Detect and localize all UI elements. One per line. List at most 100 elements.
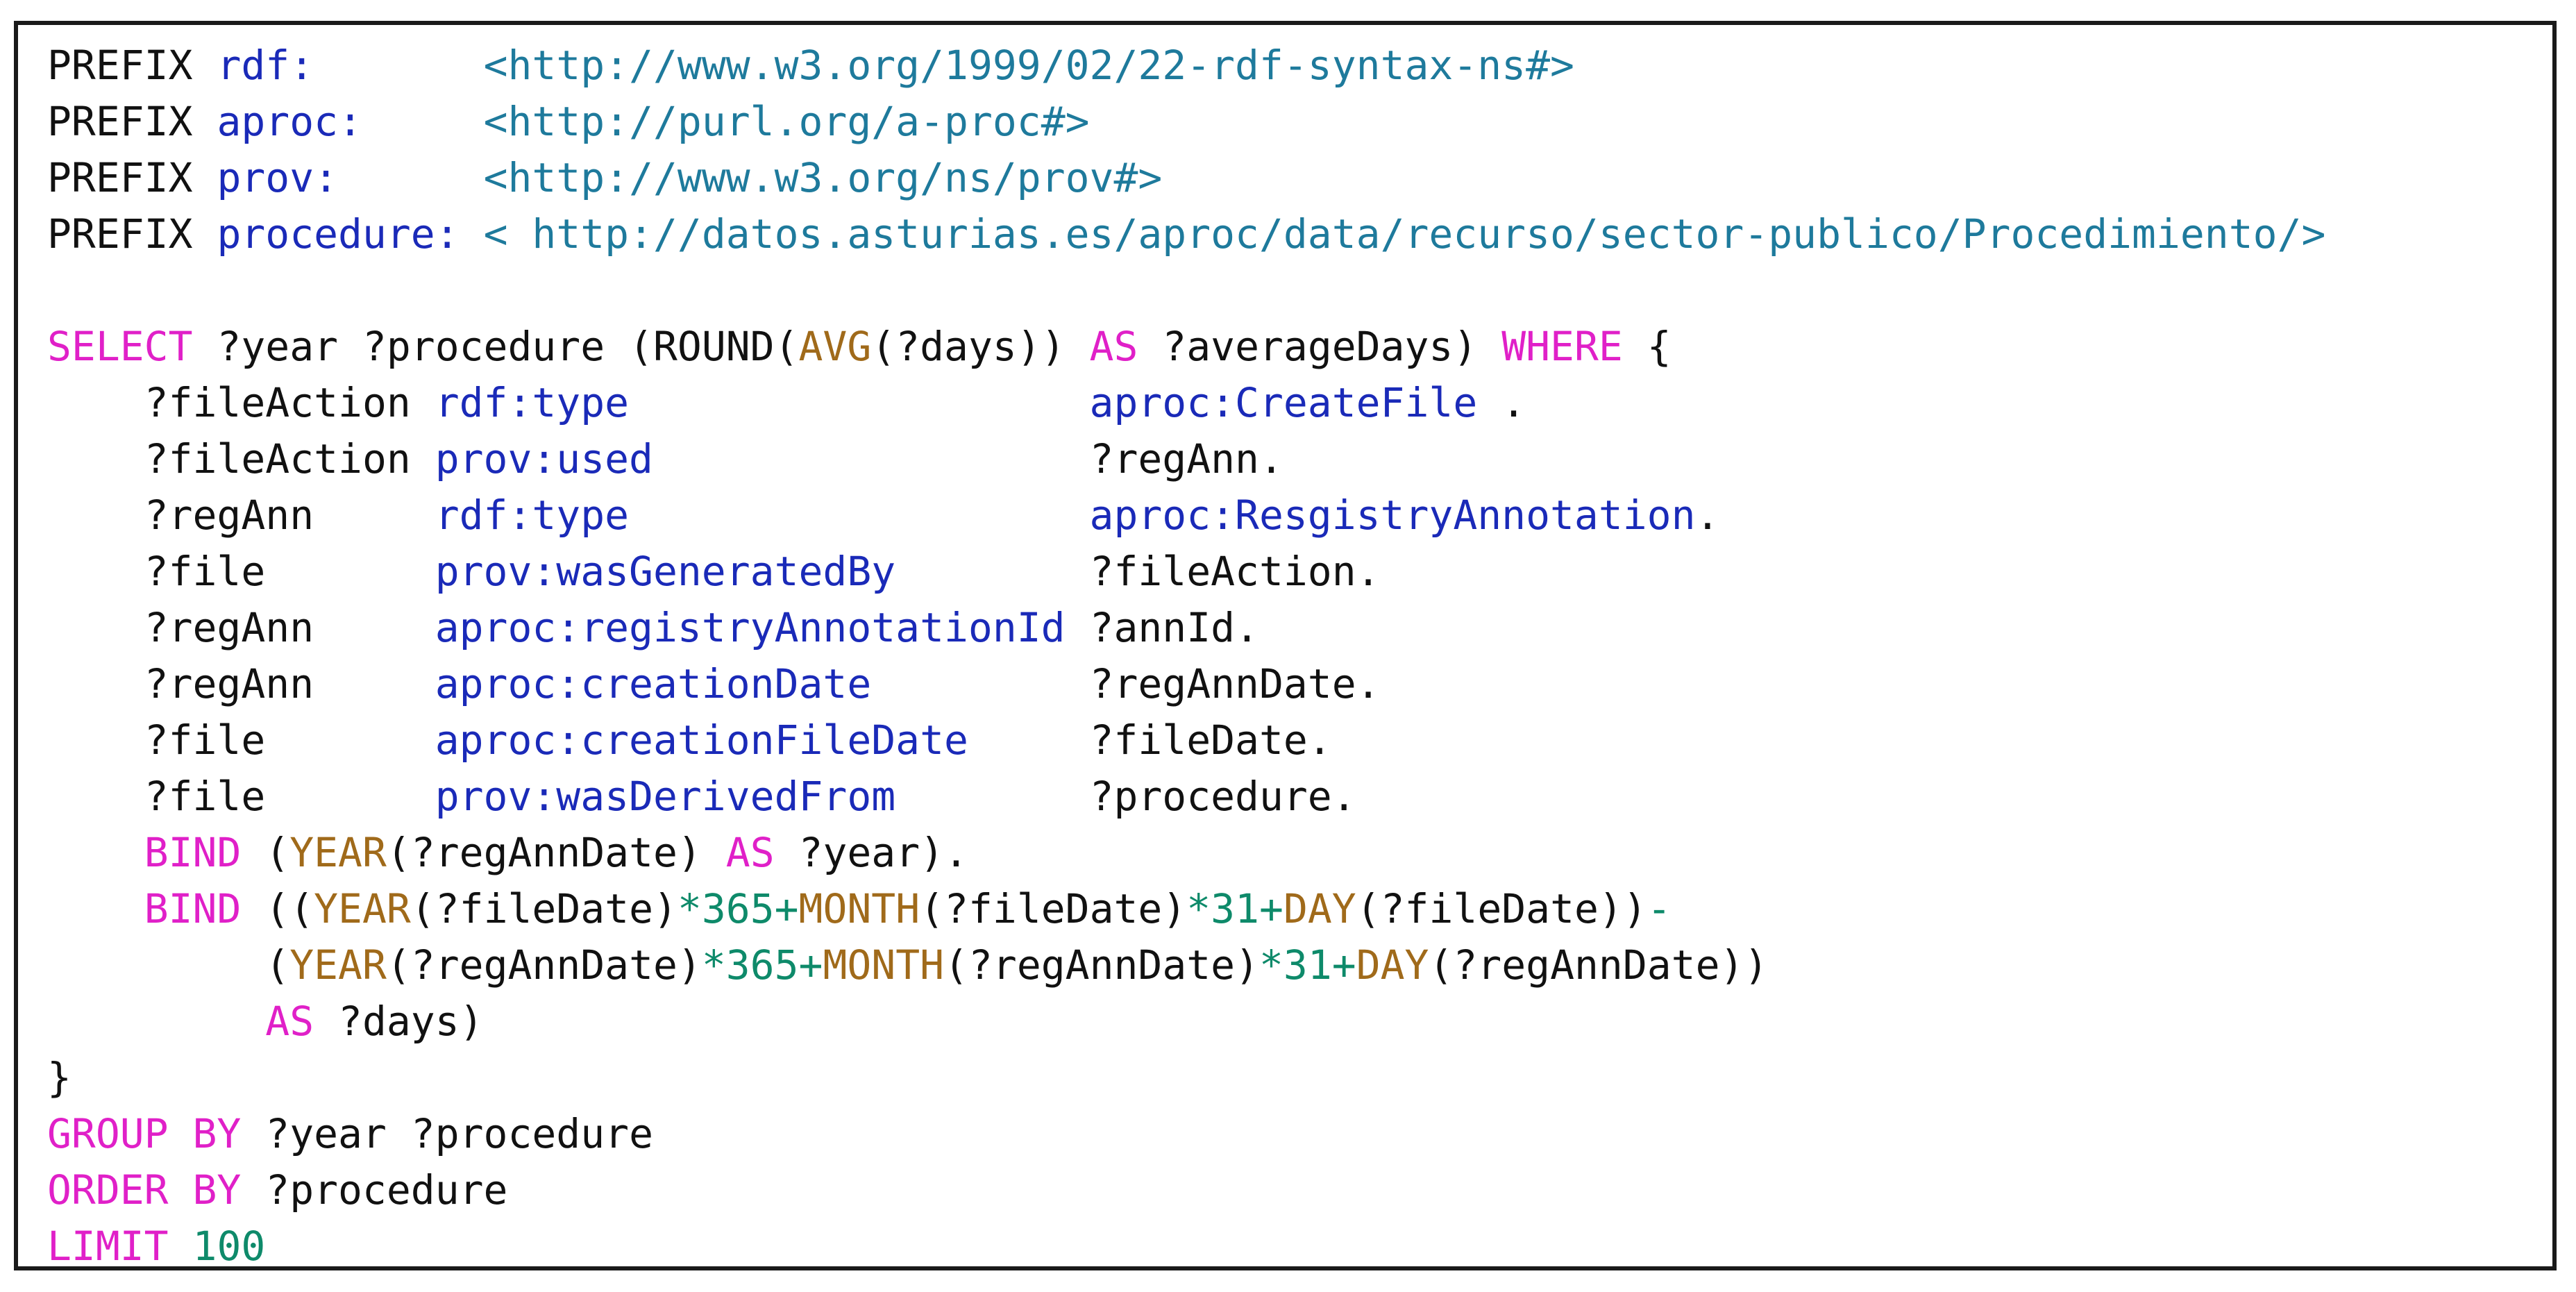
code-token-plain: (?regAnnDate)) (1429, 941, 1769, 989)
code-token-prefix: aproc:ResgistryAnnotation (1089, 492, 1696, 539)
code-token-plain (629, 379, 1089, 426)
code-token-plain: PREFIX (47, 210, 217, 258)
code-token-function: AVG (798, 323, 872, 370)
code-token-prefix: prov:used (435, 435, 653, 483)
code-token-iri: <http://purl.org/a-proc#> (483, 98, 1090, 145)
code-token-prefix: rdf:type (435, 492, 630, 539)
code-token-plain: ?regAnn (47, 604, 435, 651)
code-token-function: MONTH (823, 941, 945, 989)
code-token-plain (362, 98, 484, 145)
code-token-keyword: BIND (144, 829, 242, 876)
code-line: ?file aproc:creationFileDate ?fileDate. (47, 712, 2325, 769)
code-token-prefix: aproc: (217, 98, 362, 145)
code-token-plain: (?regAnnDate) (386, 829, 726, 876)
code-token-plain: ?file (47, 773, 435, 820)
code-line: BIND (YEAR(?regAnnDate) AS ?year). (47, 825, 2325, 881)
code-line: ?fileAction rdf:type aproc:CreateFile . (47, 375, 2325, 431)
code-token-prefix: aproc:creationFileDate (435, 716, 968, 764)
code-line: ORDER BY ?procedure (47, 1162, 2325, 1218)
code-token-plain: ?year ?procedure (241, 1110, 653, 1157)
code-token-keyword: GROUP BY (47, 1110, 242, 1157)
code-line: PREFIX prov: <http://www.w3.org/ns/prov#… (47, 150, 2325, 206)
code-line: ?regAnn aproc:registryAnnotationId ?annI… (47, 600, 2325, 656)
code-token-number: *31+ (1259, 941, 1356, 989)
code-line: ?file prov:wasDerivedFrom ?procedure. (47, 769, 2325, 825)
code-token-plain: ?regAnn. (653, 435, 1283, 483)
code-token-plain: (?fileDate) (410, 885, 677, 932)
code-token-plain: ?regAnn (47, 492, 435, 539)
code-token-plain: (?fileDate) (920, 885, 1187, 932)
code-token-plain (629, 492, 1089, 539)
code-token-plain: (( (241, 885, 314, 932)
code-token-keyword: BIND (144, 885, 242, 932)
code-token-iri: < http://datos.asturias.es/aproc/data/re… (483, 210, 2326, 258)
code-token-plain: ?days) (314, 998, 484, 1045)
code-line: AS ?days) (47, 993, 2325, 1050)
code-token-plain: PREFIX (47, 42, 217, 89)
code-token-plain: ?annId. (1065, 604, 1259, 651)
code-token-plain: . (1477, 379, 1526, 426)
code-token-plain: (?regAnnDate) (386, 941, 702, 989)
code-line: } (47, 1050, 2325, 1106)
code-token-plain (47, 885, 144, 932)
code-token-iri: <http://www.w3.org/ns/prov#> (483, 154, 1163, 201)
code-token-number: *365+ (701, 941, 823, 989)
code-token-number: *365+ (677, 885, 799, 932)
code-token-function: MONTH (798, 885, 920, 932)
code-token-plain: ?fileDate. (968, 716, 1332, 764)
code-token-plain: ?fileAction. (895, 548, 1381, 595)
code-token-plain: ?fileAction (47, 379, 435, 426)
code-token-plain: (?regAnnDate) (944, 941, 1260, 989)
code-token-plain: ?year). (774, 829, 968, 876)
code-token-plain: ?file (47, 716, 435, 764)
code-token-prefix: aproc:CreateFile (1089, 379, 1478, 426)
code-token-plain: ?regAnn (47, 660, 435, 707)
code-token-prefix: procedure: (217, 210, 460, 258)
code-token-iri: <http://www.w3.org/1999/02/22-rdf-syntax… (483, 42, 1574, 89)
code-token-prefix: rdf: (217, 42, 314, 89)
code-token-keyword: SELECT (47, 323, 193, 370)
code-token-keyword: ORDER BY (47, 1166, 242, 1214)
code-token-plain (338, 154, 484, 201)
code-token-keyword: LIMIT (47, 1223, 169, 1270)
code-token-keyword: AS (725, 829, 775, 876)
blank-line (47, 262, 2325, 319)
code-line: BIND ((YEAR(?fileDate)*365+MONTH(?fileDa… (47, 881, 2325, 937)
code-line: PREFIX rdf: <http://www.w3.org/1999/02/2… (47, 37, 2325, 94)
code-token-plain: (?fileDate)) (1356, 885, 1647, 932)
code-token-keyword: AS (265, 998, 314, 1045)
code-token-function: DAY (1283, 885, 1356, 932)
code-token-function: YEAR (289, 941, 387, 989)
code-token-prefix: prov:wasGeneratedBy (435, 548, 896, 595)
code-line: ?regAnn aproc:creationDate ?regAnnDate. (47, 656, 2325, 712)
code-token-plain: ?fileAction (47, 435, 435, 483)
code-token-plain: PREFIX (47, 154, 217, 201)
code-token-prefix: rdf:type (435, 379, 630, 426)
code-token-plain: ?year ?procedure (ROUND( (192, 323, 799, 370)
code-token-plain (169, 1223, 193, 1270)
code-token-plain (460, 210, 484, 258)
code-token-plain: ?procedure (241, 1166, 508, 1214)
code-line: ?fileAction prov:used ?regAnn. (47, 431, 2325, 487)
code-token-number: 100 (192, 1223, 266, 1270)
code-line: LIMIT 100 (47, 1218, 2325, 1275)
code-token-prefix: aproc:creationDate (435, 660, 872, 707)
code-token-plain: } (47, 1054, 71, 1101)
sparql-query-code: PREFIX rdf: <http://www.w3.org/1999/02/2… (47, 37, 2325, 1275)
code-token-plain (47, 829, 144, 876)
code-token-plain: ( (47, 941, 290, 989)
code-token-keyword: AS (1089, 323, 1138, 370)
code-line: GROUP BY ?year ?procedure (47, 1106, 2325, 1162)
code-token-plain: PREFIX (47, 98, 217, 145)
code-line: PREFIX aproc: <http://purl.org/a-proc#> (47, 94, 2325, 150)
code-line: ?file prov:wasGeneratedBy ?fileAction. (47, 544, 2325, 600)
code-line: SELECT ?year ?procedure (ROUND(AVG(?days… (47, 319, 2325, 375)
code-token-plain: ?regAnnDate. (871, 660, 1381, 707)
code-token-plain: { (1622, 323, 1672, 370)
code-line: (YEAR(?regAnnDate)*365+MONTH(?regAnnDate… (47, 937, 2325, 993)
code-token-plain: ?procedure. (895, 773, 1356, 820)
code-token-plain: ?file (47, 548, 435, 595)
code-line: PREFIX procedure: < http://datos.asturia… (47, 206, 2325, 262)
code-token-function: YEAR (314, 885, 411, 932)
code-frame: PREFIX rdf: <http://www.w3.org/1999/02/2… (14, 21, 2557, 1270)
